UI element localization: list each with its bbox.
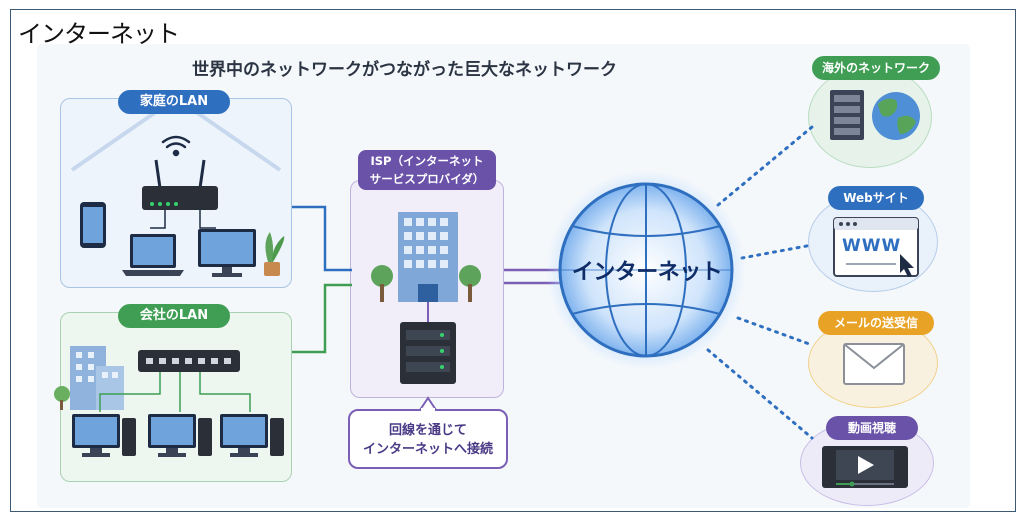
web-www-text: WWW (842, 236, 902, 256)
office-pc-icon-3 (220, 414, 284, 457)
mail-envelope-icon (843, 343, 905, 385)
network-switch-icon (138, 350, 240, 372)
earth-icon (872, 92, 920, 140)
home-connection-line (292, 205, 352, 272)
diagram-headline: 世界中のネットワークがつながった巨大なネットワーク (192, 60, 617, 80)
home-lan-label: 家庭のLAN (118, 90, 230, 114)
router-icon (142, 159, 218, 210)
laptop-icon (122, 234, 184, 276)
office-connection-line (292, 283, 352, 354)
service-label-mail: メールの送受信 (818, 311, 934, 335)
page-title: インターネット (18, 20, 180, 48)
overseas-server-icon (830, 90, 864, 140)
home-monitor-icon (198, 229, 256, 277)
office-pc-icon-1 (72, 414, 136, 457)
smartphone-icon (80, 202, 106, 248)
isp-label-line1: ISP（インターネット (370, 154, 484, 168)
plant-icon (264, 232, 285, 276)
dots-to-web (740, 243, 814, 260)
isp-label: ISP（インターネット サービスプロバイダ） (358, 150, 496, 190)
office-lan-label: 会社のLAN (118, 304, 230, 328)
internet-globe-icon (546, 170, 746, 370)
service-label-video: 動画視聴 (826, 416, 918, 440)
dots-to-video (706, 348, 814, 440)
callout-line2: インターネットへ接続 (362, 442, 493, 457)
connection-callout: 回線を通じて インターネットへ接続 (348, 409, 508, 469)
dots-to-mail (736, 316, 814, 347)
isp-server-icon (400, 322, 456, 384)
internet-label: インターネット (571, 260, 723, 285)
isp-label-line2: サービスプロバイダ） (369, 172, 485, 186)
office-building-icon (54, 346, 124, 410)
video-player-icon (822, 446, 908, 488)
office-pc-icon-2 (148, 414, 212, 457)
service-label-web: Webサイト (828, 186, 924, 210)
service-label-overseas: 海外のネットワーク (812, 56, 940, 80)
wifi-icon (161, 135, 191, 157)
dots-to-overseas (716, 125, 814, 207)
isp-building-icon (371, 212, 481, 302)
browser-window-icon (833, 217, 919, 277)
callout-line1: 回線を通じて (388, 423, 467, 438)
